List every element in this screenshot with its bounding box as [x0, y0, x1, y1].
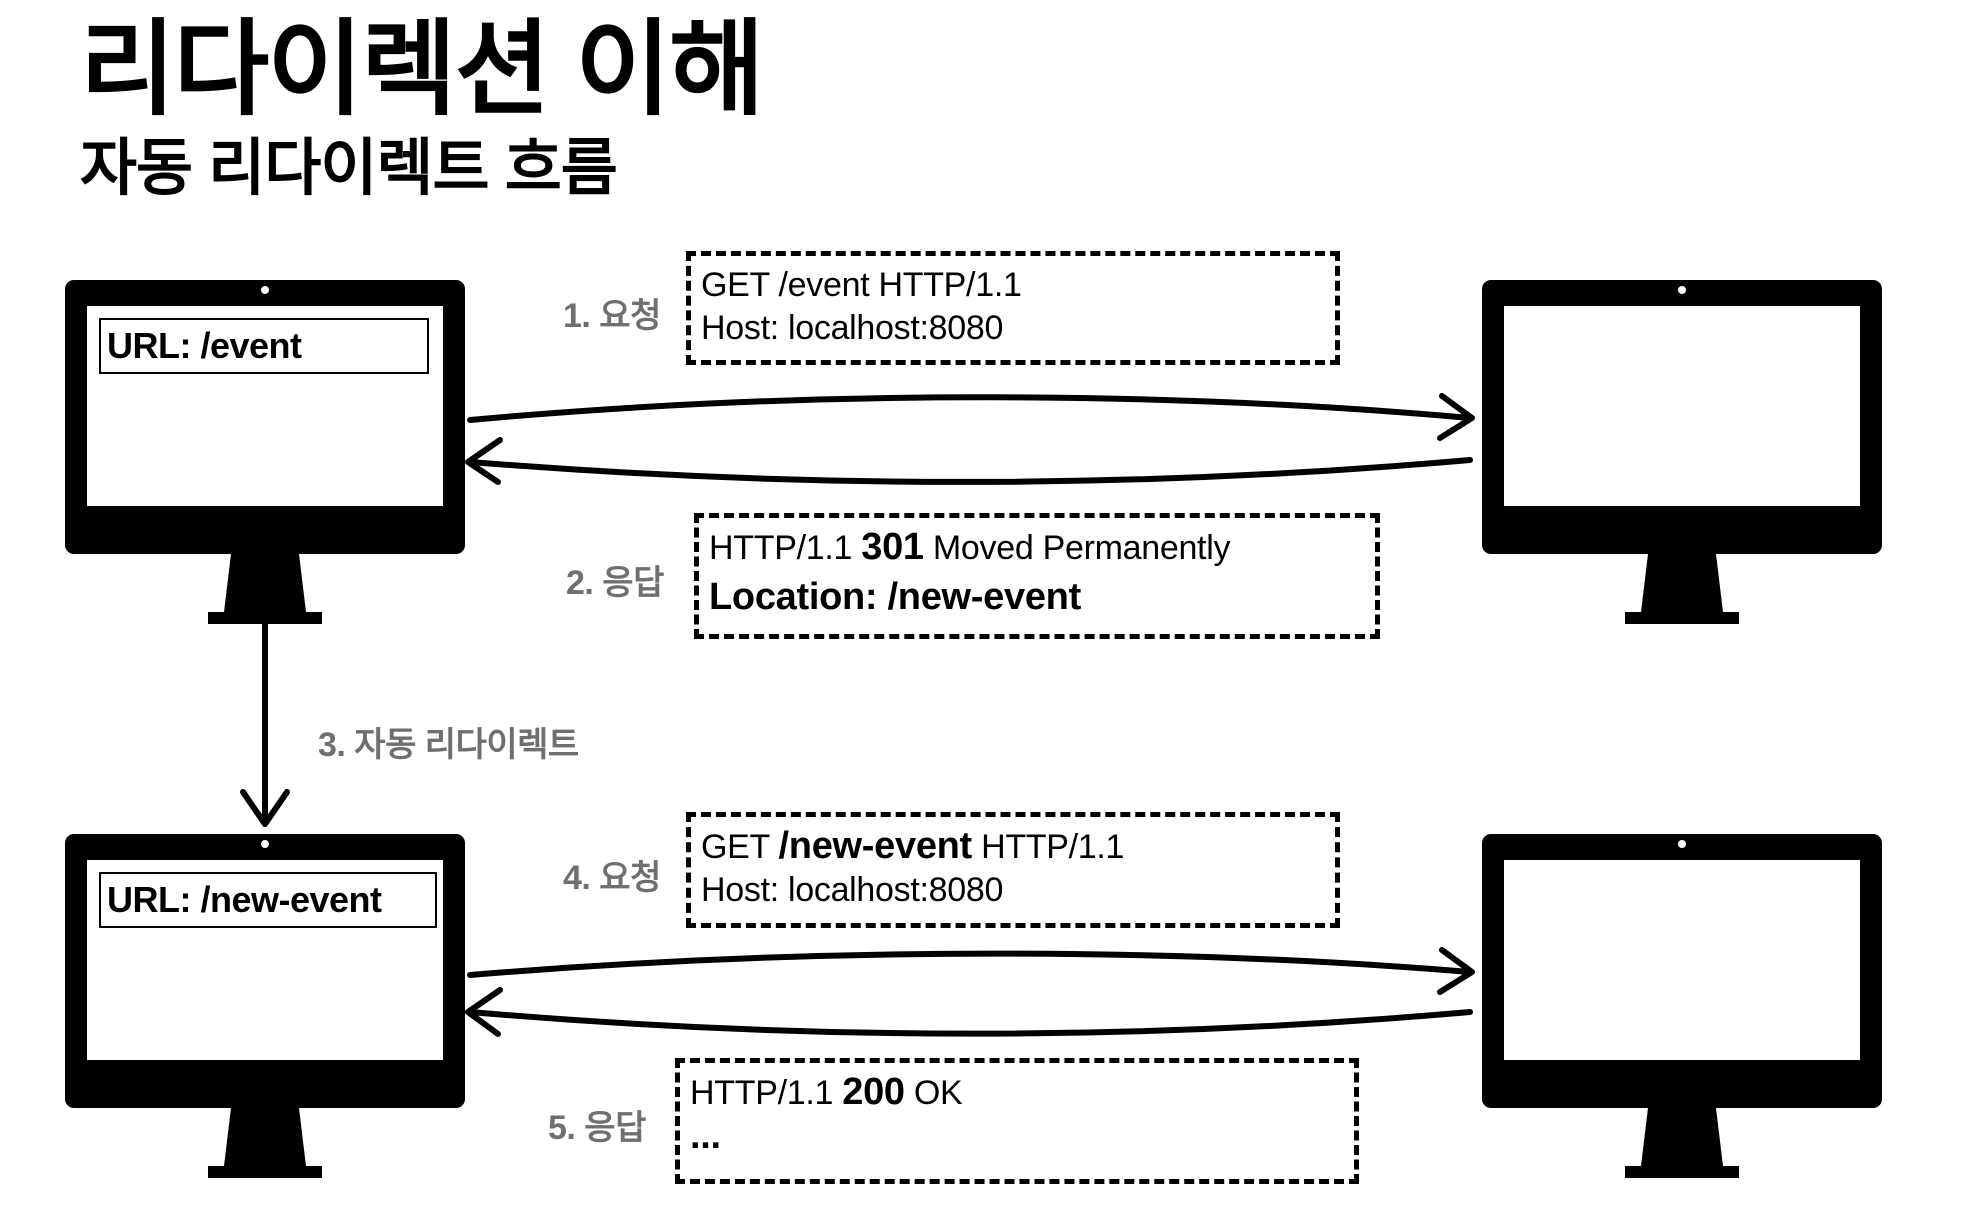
step-label-2: 2. 응답 [566, 564, 664, 602]
client-monitor-bottom: URL: /new-event [65, 834, 465, 1180]
camera-dot [261, 286, 269, 294]
monitor-screen: URL: /event [87, 306, 443, 506]
body-ellipsis: ... [690, 1115, 721, 1157]
monitor-bezel: URL: /event [65, 280, 465, 554]
step-label-1: 1. 요청 [563, 297, 661, 335]
monitor-stand [208, 1108, 322, 1178]
arrow-head [465, 987, 503, 1037]
status-line: HTTP/1.1 200 OK [690, 1071, 1354, 1115]
status-text: OK [904, 1074, 963, 1112]
response-arrow-2 [467, 1009, 1473, 1037]
server-monitor-top [1482, 280, 1882, 626]
server-monitor-bottom [1482, 834, 1882, 1180]
host-header: Host: localhost:8080 [701, 309, 1004, 347]
monitor-bezel [1482, 834, 1882, 1108]
url-bar: URL: /new-event [99, 872, 437, 928]
url-bar: URL: /event [99, 318, 429, 374]
status-code: 301 [861, 526, 924, 568]
http-version: HTTP/1.1 [709, 529, 862, 567]
request-message-1: GET /event HTTP/1.1 Host: localhost:8080 [686, 251, 1340, 365]
location-header: Location: /new-event [709, 576, 1081, 618]
monitor-bezel: URL: /new-event [65, 834, 465, 1108]
client-monitor-top: URL: /event [65, 280, 465, 626]
http-version: HTTP/1.1 [971, 828, 1125, 866]
arrow-head [240, 789, 290, 827]
response-arrow-1 [467, 457, 1473, 486]
monitor-screen: URL: /new-event [87, 860, 443, 1060]
step-label-3: 3. 자동 리다이렉트 [318, 726, 579, 764]
camera-dot [1678, 286, 1686, 294]
request-line: GET /new-event HTTP/1.1 [701, 825, 1335, 869]
page-title: 리다이렉션 이해 [80, 12, 765, 128]
request-path: /new-event [778, 825, 973, 867]
page-subtitle: 자동 리다이렉트 흐름 [80, 134, 618, 203]
request-line: GET /event HTTP/1.1 [701, 266, 1022, 304]
request-arrow-2 [467, 950, 1473, 978]
request-message-2: GET /new-event HTTP/1.1 Host: localhost:… [686, 812, 1340, 928]
http-version: HTTP/1.1 [690, 1074, 843, 1112]
status-line: HTTP/1.1 301 Moved Permanently [709, 526, 1375, 570]
status-code: 200 [842, 1071, 905, 1113]
response-message-1: HTTP/1.1 301 Moved Permanently Location:… [694, 513, 1380, 639]
response-message-2: HTTP/1.1 200 OK ... [675, 1058, 1359, 1184]
monitor-stand [208, 554, 322, 624]
arrow-head [1437, 393, 1475, 441]
monitor-screen [1504, 306, 1860, 506]
camera-dot [261, 840, 269, 848]
request-arrow-1 [467, 394, 1473, 423]
host-header: Host: localhost:8080 [701, 871, 1004, 909]
step-label-5: 5. 응답 [548, 1109, 646, 1147]
arrow-head [1437, 947, 1475, 995]
monitor-stand [1625, 554, 1739, 624]
monitor-bezel [1482, 280, 1882, 554]
camera-dot [1678, 840, 1686, 848]
monitor-screen [1504, 860, 1860, 1060]
step-label-4: 4. 요청 [563, 859, 661, 897]
monitor-stand [1625, 1108, 1739, 1178]
status-text: Moved Permanently [923, 529, 1231, 567]
arrow-head [465, 437, 503, 485]
method: GET [701, 828, 779, 866]
